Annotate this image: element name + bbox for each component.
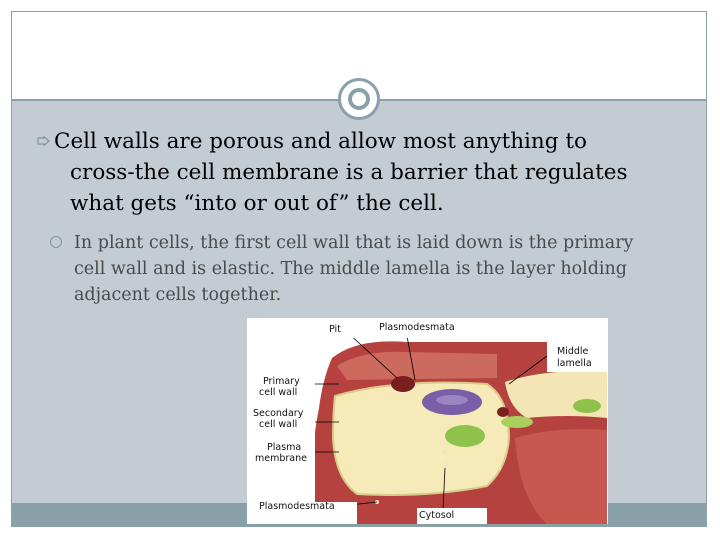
bullet-2-line-1: In plant cells, the first cell wall that…: [74, 233, 634, 253]
bottom-mid-band: [417, 508, 487, 524]
label-plasmodesmata-bottom: Plasmodesmata: [259, 501, 335, 512]
bullet-circle-icon: [50, 236, 62, 248]
bullet-2-line-3: adjacent cells together.: [74, 285, 282, 305]
bullet-1-line-2: cross-the cell membrane is a barrier tha…: [70, 160, 628, 185]
slide-frame: [11, 11, 707, 527]
bullet-1-text: Cell walls are porous and allow most any…: [37, 126, 677, 219]
small-organelle: [497, 407, 509, 417]
pit-organelle: [391, 376, 415, 392]
bullet-1-line-3: what gets “into or out of” the cell.: [70, 191, 444, 216]
right-cell-lower: [515, 429, 607, 524]
bullet-1: Cell walls are porous and allow most any…: [37, 126, 677, 219]
left-label-band: [247, 318, 315, 524]
label-plasmodesmata-top: Plasmodesmata: [379, 322, 455, 333]
vacuole-shine: [436, 395, 468, 405]
chloroplast-3: [573, 399, 601, 413]
label-lamella: lamella: [557, 358, 592, 369]
cell-wall-illustration: Pit Plasmodesmata Middle lamella Primary…: [247, 318, 608, 524]
ring-inner: [348, 88, 370, 110]
dot-4: [497, 466, 501, 470]
dot-3: [495, 458, 499, 462]
label-cytosol: Cytosol: [419, 510, 454, 521]
bullet-2-line-2: cell wall and is elastic. The middle lam…: [74, 259, 628, 279]
dot-2: [445, 462, 449, 466]
top-label-band: [247, 318, 608, 338]
dot-1: [443, 450, 447, 454]
bottom-left-band: [247, 502, 357, 524]
label-middle: Middle: [557, 346, 589, 357]
bullet-1-line-1: Cell walls are porous and allow most any…: [54, 129, 587, 154]
label-pit: Pit: [329, 324, 341, 335]
label-plasma: Plasma: [267, 442, 301, 453]
wall-highlight: [337, 351, 497, 380]
plant-cell-wall-diagram: Pit Plasmodesmata Middle lamella Primary…: [247, 318, 608, 524]
chloroplast-2: [501, 416, 533, 428]
label-membrane: membrane: [255, 453, 307, 464]
label-secondary: Secondary: [253, 408, 304, 419]
label-primary-wall: cell wall: [259, 387, 297, 398]
label-secondary-wall: cell wall: [259, 419, 297, 430]
bullet-2: In plant cells, the first cell wall that…: [50, 230, 690, 308]
chloroplast-1: [445, 425, 485, 447]
bullet-arrow-icon: [37, 136, 50, 146]
divider-ring-icon: [338, 78, 380, 120]
label-primary: Primary: [263, 376, 300, 387]
right-label-band: [547, 342, 608, 372]
